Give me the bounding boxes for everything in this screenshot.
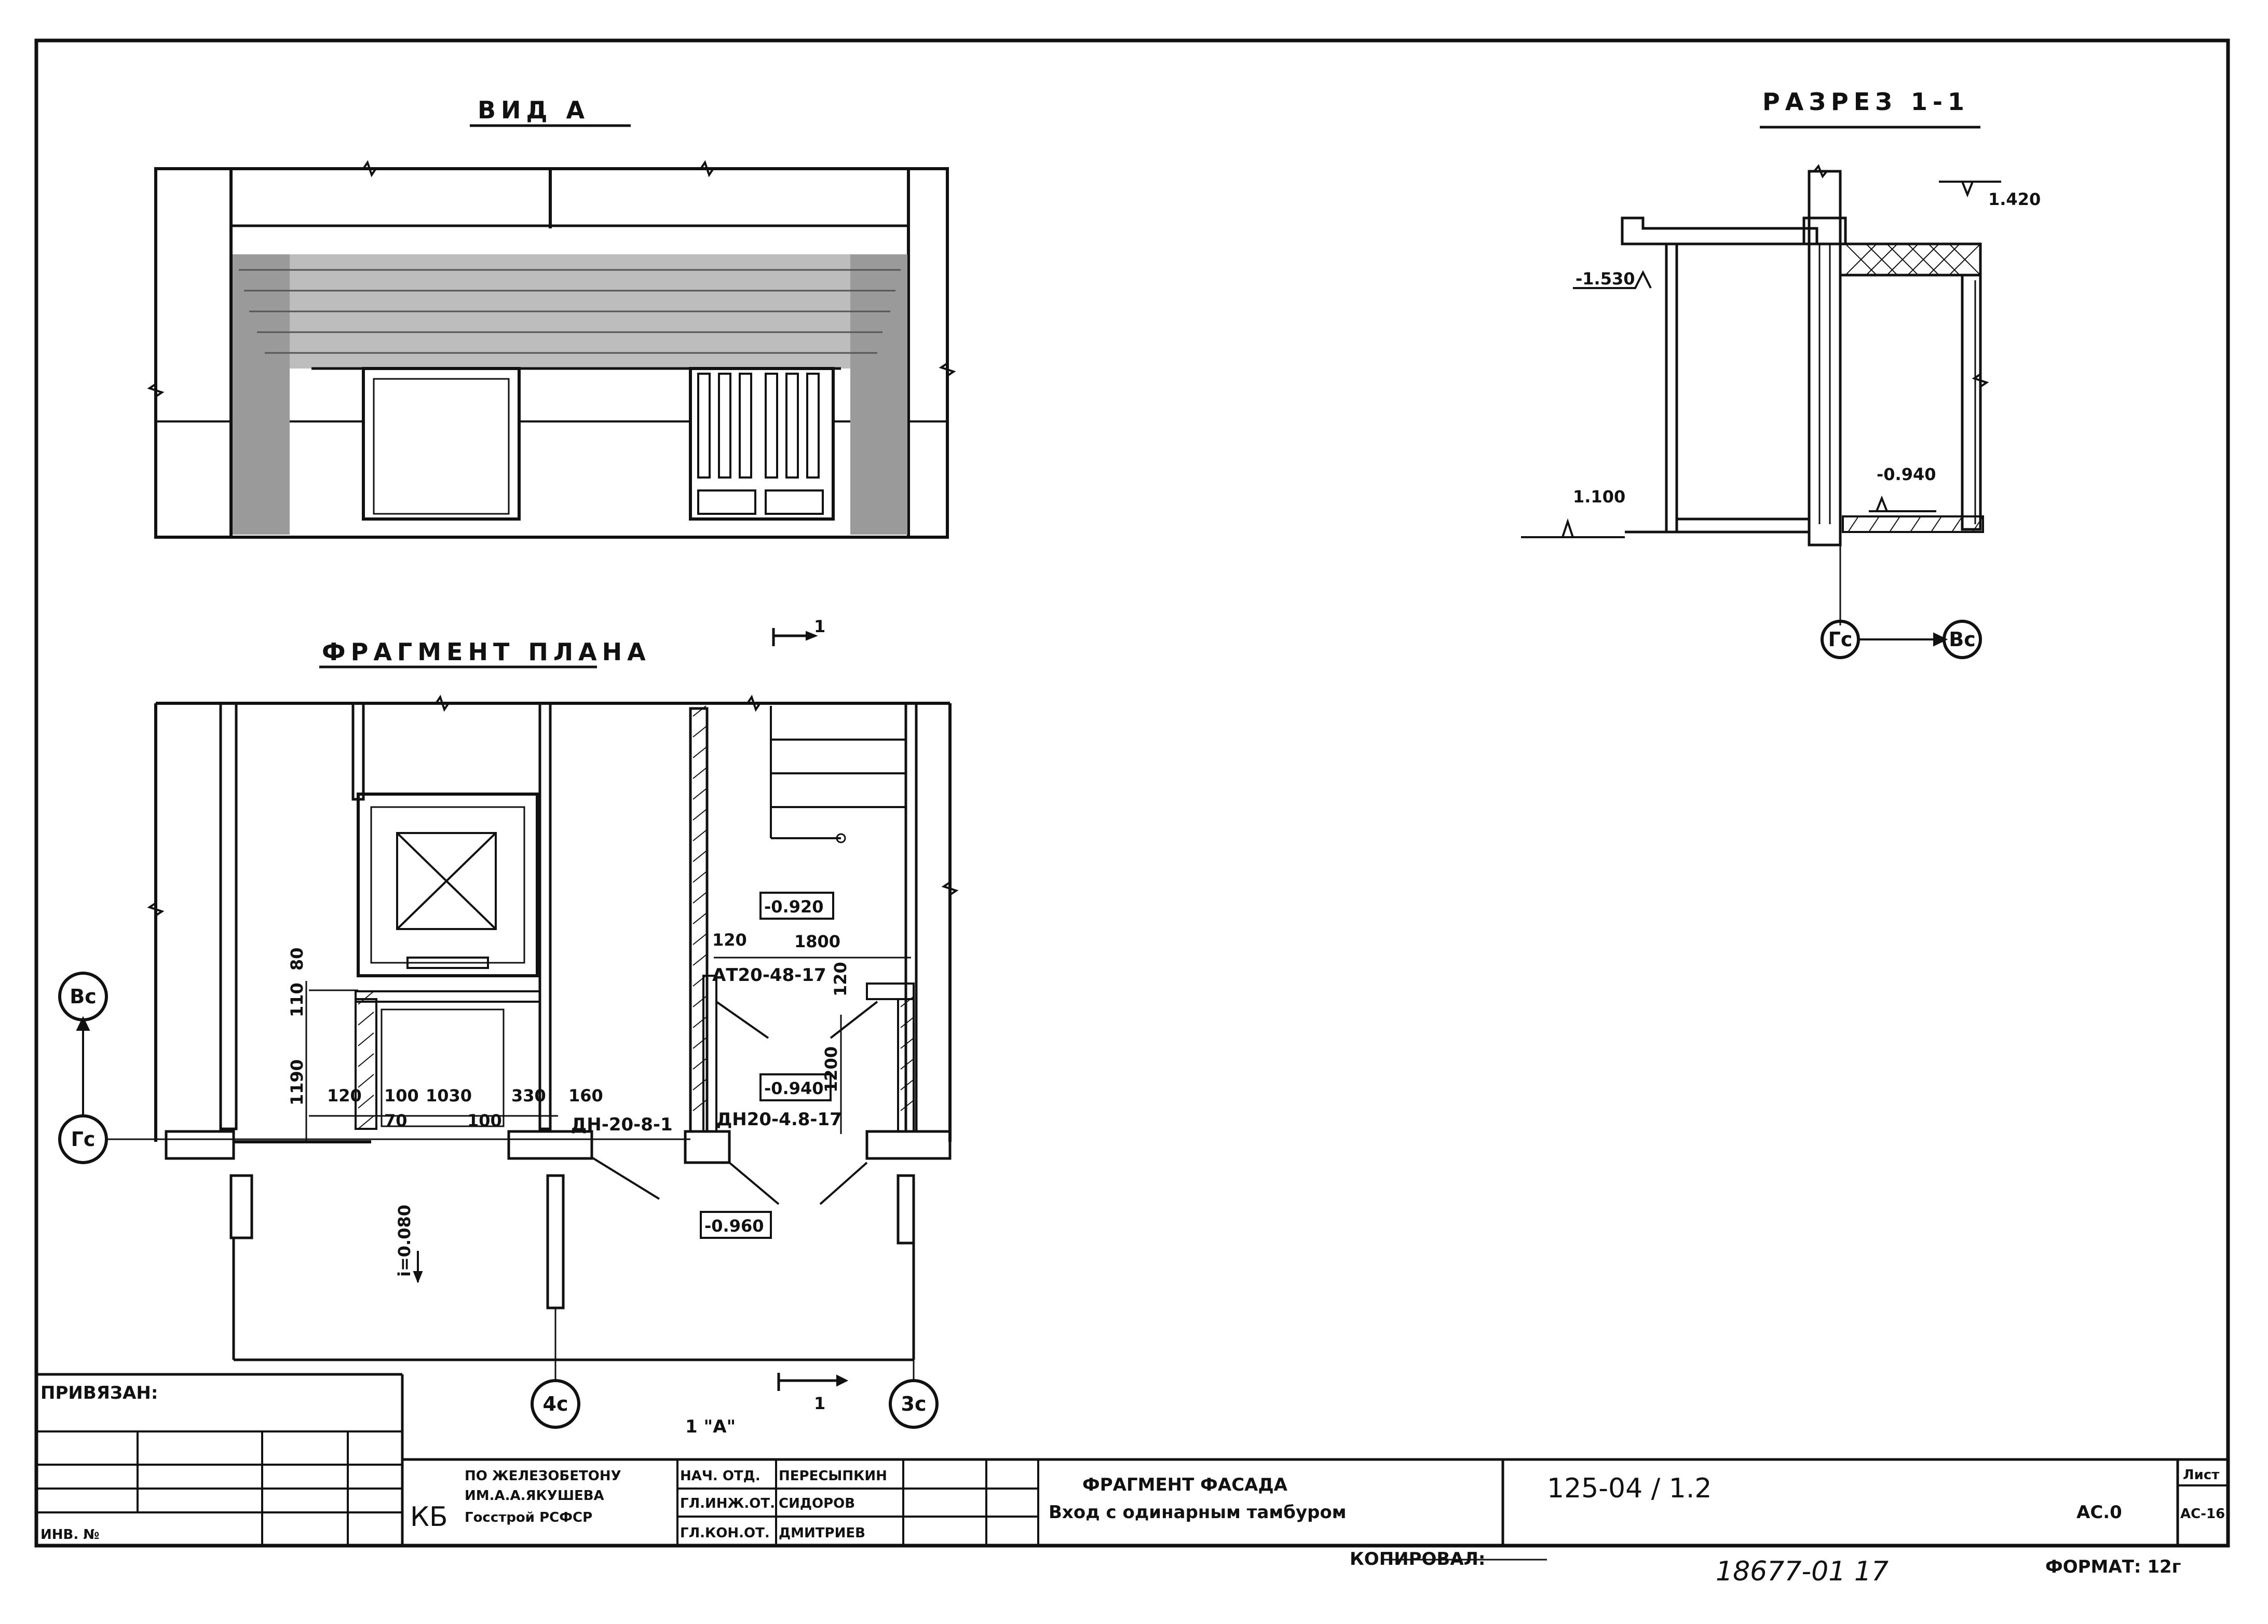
dim-70: 70 xyxy=(384,1111,408,1130)
axis-label-gc: Гс xyxy=(1828,628,1853,651)
view-mark: 1 "А" xyxy=(685,1416,736,1437)
axis-label-gc-plan: Гс xyxy=(71,1128,96,1151)
dim-1030: 1030 xyxy=(426,1086,472,1106)
dim-1200: 1200 xyxy=(821,1046,841,1093)
role-1: НАЧ. ОТД. xyxy=(680,1468,760,1484)
org-logo: КБ xyxy=(410,1502,448,1533)
attached-label: ПРИВЯЗАН: xyxy=(40,1383,158,1403)
door-mark-2: ДН-20-8-1 xyxy=(571,1114,673,1135)
dim-1190: 1190 xyxy=(287,1059,307,1106)
sheet-number: АС-16 xyxy=(2180,1506,2225,1522)
dim-330: 330 xyxy=(511,1086,546,1106)
copied-by: КОПИРОВАЛ: xyxy=(1350,1549,1486,1570)
view-a xyxy=(147,124,956,539)
dim-1800: 1800 xyxy=(794,932,840,951)
dim-80: 80 xyxy=(287,947,307,971)
dim-160: 160 xyxy=(568,1086,603,1106)
cut-label-top: 1 xyxy=(814,617,825,636)
axis-label-4c: 4с xyxy=(543,1393,568,1415)
section-1-1 xyxy=(1521,126,2001,659)
sheet-border xyxy=(34,38,2230,1548)
name-2: СИДОРОВ xyxy=(779,1496,855,1511)
title-block xyxy=(36,1373,2228,1561)
drawing-title-1: ФРАГМЕНТ ФАСАДА xyxy=(1082,1475,1288,1495)
view-a-title: ВИД А xyxy=(478,96,590,124)
level-bottom-right: -0.940 xyxy=(1877,465,1936,484)
level-top-left: -1.530 xyxy=(1576,269,1635,289)
axis-label-bc-plan: Вс xyxy=(70,985,97,1008)
org-line-2: ИМ.А.А.ЯКУШЕВА xyxy=(465,1488,604,1504)
door-mark-1: АТ20-48-17 xyxy=(712,965,826,986)
level-box-3: -0.960 xyxy=(704,1216,764,1236)
dim-110: 110 xyxy=(287,982,307,1017)
role-3: ГЛ.КОН.ОТ. xyxy=(680,1525,770,1541)
org-line-1: ПО ЖЕЛЕЗОБЕТОНУ xyxy=(465,1468,621,1484)
drawing-title-2: Вход с одинарным тамбуром xyxy=(1049,1502,1347,1523)
section-title: РАЗРЕЗ 1-1 xyxy=(1762,88,1970,116)
role-2: ГЛ.ИНЖ.ОТ. xyxy=(680,1496,775,1511)
project-code: 125-04 / 1.2 xyxy=(1547,1473,1712,1504)
axis-label-3c: 3с xyxy=(901,1393,927,1415)
name-1: ПЕРЕСЫПКИН xyxy=(779,1468,887,1484)
level-box-2: -0.940 xyxy=(764,1079,824,1098)
plan-fragment xyxy=(58,628,959,1429)
cut-label-bottom: 1 xyxy=(814,1394,825,1413)
slope-label: i=0.080 xyxy=(395,1205,414,1277)
sheet-label: Лист xyxy=(2183,1467,2219,1483)
door-mark-3: ДН20-4.8-17 xyxy=(716,1109,842,1130)
dim-100-a: 100 xyxy=(384,1086,419,1106)
level-box-1: -0.920 xyxy=(764,897,824,917)
dim-120-b: 120 xyxy=(831,962,850,997)
level-bottom-left: 1.100 xyxy=(1573,487,1625,507)
format-label: ФОРМАТ: 12г xyxy=(2045,1557,2181,1577)
archive-number: 18677-01 17 xyxy=(1716,1556,1889,1587)
org-line-3: Госстрой РСФСР xyxy=(465,1510,592,1525)
stage: АС.0 xyxy=(2076,1502,2122,1523)
axis-label-bc: Вс xyxy=(1949,628,1976,651)
dim-120-c: 120 xyxy=(327,1086,362,1106)
plan-title: ФРАГМЕНТ ПЛАНА xyxy=(322,638,651,666)
inv-label: ИНВ. № xyxy=(40,1527,100,1543)
level-top-right: 1.420 xyxy=(1988,189,2041,209)
dim-100-b: 100 xyxy=(467,1111,502,1130)
name-3: ДМИТРИЕВ xyxy=(779,1525,865,1541)
dim-120-a: 120 xyxy=(712,930,747,950)
